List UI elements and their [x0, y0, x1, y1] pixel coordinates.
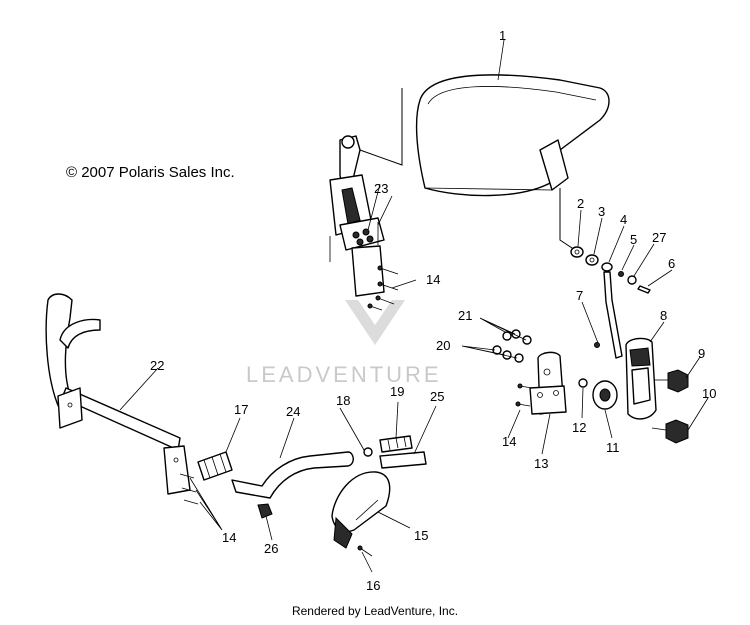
- callout-15: 15: [414, 528, 428, 543]
- copyright-text: © 2007 Polaris Sales Inc.: [66, 164, 235, 181]
- side-pad: [331, 471, 391, 549]
- knob-lower: [651, 419, 689, 444]
- plate-bracket: [529, 351, 567, 415]
- callout-20: 20: [436, 338, 450, 353]
- lower-bolts: [179, 473, 199, 505]
- upper-bolts: [367, 265, 399, 311]
- callout-8: 8: [660, 308, 667, 323]
- watermark: LEADVENTURE: [246, 300, 442, 387]
- callout-14-middle: 14: [502, 434, 516, 449]
- washer-hardware: [570, 246, 651, 294]
- callout-3: 3: [598, 204, 605, 219]
- callout-10: 10: [702, 386, 716, 401]
- side-bracket: [625, 337, 657, 420]
- callout-25: 25: [430, 389, 444, 404]
- grip: [197, 451, 233, 481]
- callout-1: 1: [499, 28, 506, 43]
- upper-bracket-assembly: [329, 135, 385, 297]
- callout-26: 26: [264, 541, 278, 556]
- callout-12: 12: [572, 420, 586, 435]
- callout-4: 4: [620, 212, 627, 227]
- callout-21: 21: [458, 308, 472, 323]
- callout-2: 2: [577, 196, 584, 211]
- callout-14-upper: 14: [426, 272, 440, 287]
- callout-18: 18: [336, 393, 350, 408]
- small-parts: [363, 435, 427, 469]
- leader-lines: [119, 39, 709, 573]
- callout-24: 24: [286, 404, 300, 419]
- callout-5: 5: [630, 232, 637, 247]
- spacer-wheel: [578, 378, 618, 410]
- callout-17: 17: [234, 402, 248, 417]
- callout-23: 23: [374, 181, 388, 196]
- backrest-pad: [415, 74, 610, 197]
- main-bar: [45, 293, 191, 495]
- callout-19: 19: [390, 384, 404, 399]
- knob-upper: [654, 369, 689, 393]
- rail: [231, 451, 354, 519]
- watermark-text: LEADVENTURE: [246, 362, 442, 387]
- footer-credit: Rendered by LeadVenture, Inc.: [291, 604, 459, 618]
- callout-7: 7: [576, 288, 583, 303]
- callout-22: 22: [150, 358, 164, 373]
- callout-16: 16: [366, 578, 380, 593]
- callout-numbers: 1 2 3 4 5 27 6 7 8 9 10 11 12 13 14 14 1…: [150, 28, 716, 593]
- callout-6: 6: [668, 256, 675, 271]
- callout-13: 13: [534, 456, 548, 471]
- callout-27: 27: [652, 230, 666, 245]
- pad-bolt: [357, 545, 373, 557]
- callout-11: 11: [606, 440, 620, 455]
- callout-9: 9: [698, 346, 705, 361]
- callout-14-lower: 14: [222, 530, 236, 545]
- strap: [594, 271, 623, 359]
- washer-group: [492, 329, 533, 407]
